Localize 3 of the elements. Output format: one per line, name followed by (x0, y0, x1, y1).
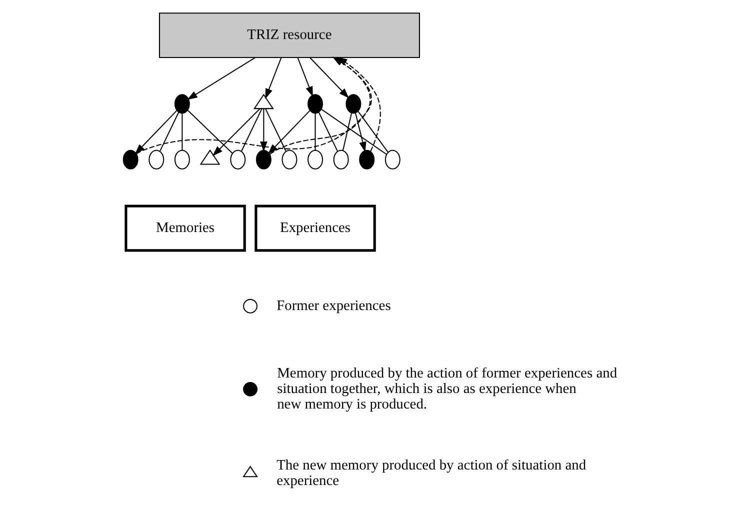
legend-label: Memory produced by the action of former experiences and situation together, which is also as experience when new memory is produced. (276, 365, 617, 412)
legend-label: Former experiences (276, 297, 390, 314)
legend-label: The new memory produced by action of situation and experience (276, 456, 586, 488)
